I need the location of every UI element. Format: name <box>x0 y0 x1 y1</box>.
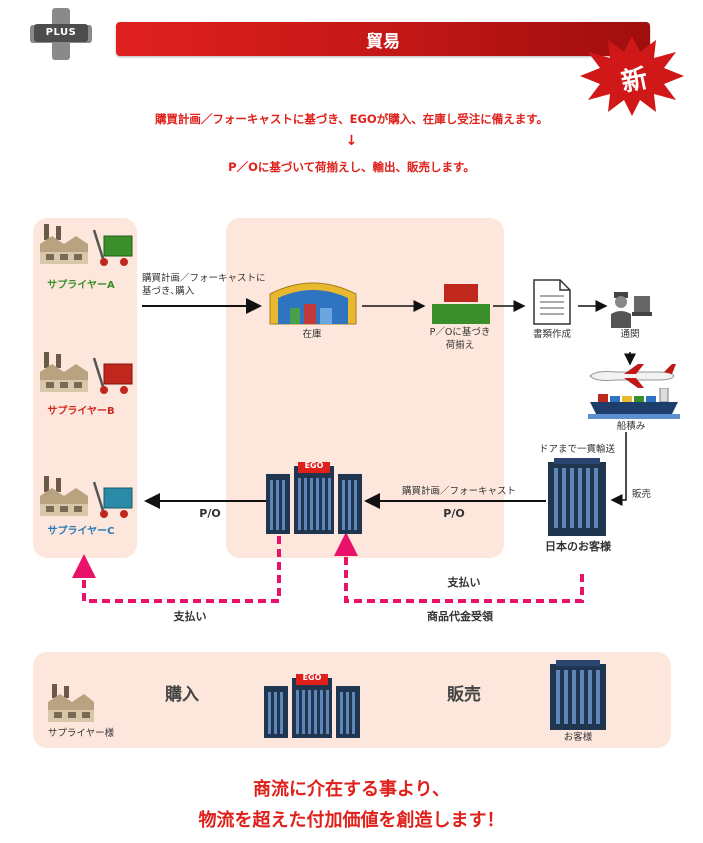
arrow-ship-to-customer <box>610 432 627 506</box>
ego-building-icon <box>266 462 362 534</box>
tagline-line-1: 商流に介在する事より、 <box>253 779 450 800</box>
intro-down-arrow: ↓ <box>345 133 358 149</box>
cargo-ship-icon <box>588 388 680 419</box>
summary-ego-building-icon <box>264 674 360 738</box>
supplier-b-factory-icon <box>40 352 133 394</box>
summary-customer-building-icon <box>550 660 606 730</box>
supplier-a-label: サプライヤーA <box>47 280 115 291</box>
japan-customer-label: 日本のお客様 <box>545 540 611 553</box>
supplier-b-label: サプライヤーB <box>47 406 115 417</box>
title-banner: 貿易 <box>116 22 650 56</box>
new-starburst-icon <box>580 36 684 116</box>
summary-supplier-factory-icon <box>48 684 94 722</box>
summary-supplier-label: サプライヤー様 <box>47 728 115 739</box>
assembled-boxes-icon <box>432 284 490 324</box>
customs-officer-icon <box>611 292 652 328</box>
stock-label: 在庫 <box>302 329 322 340</box>
intro-line-2: P／Oに基づいて荷揃えし、輸出、販売します。 <box>228 160 475 174</box>
page-title: 貿易 <box>366 32 400 52</box>
customer-to-ego-forecast-label: 購買計画／フォーキャスト <box>401 486 516 497</box>
sales-label: 販売 <box>632 489 652 500</box>
payment-ego-to-suppliers <box>72 536 281 603</box>
summary-ego-sign: EGO <box>302 673 322 682</box>
customs-label: 通関 <box>620 329 640 340</box>
document-icon <box>533 279 571 325</box>
plus-badge: PLUS <box>34 24 88 42</box>
documents-label: 書類作成 <box>532 329 571 340</box>
supplier-a-factory-icon <box>40 224 133 266</box>
supplier-c-factory-icon <box>40 476 133 518</box>
tagline-line-2: 物流を超えた付加価値を創造します！ <box>198 810 505 831</box>
payment-customer-to-ego <box>334 532 584 603</box>
summary-sell-label: 販売 <box>447 685 481 705</box>
airplane-icon <box>589 364 676 388</box>
warehouse-icon <box>269 282 357 325</box>
customer-building-icon <box>548 458 606 536</box>
loading-label: 船積み <box>616 421 646 432</box>
ego-sign: EGO <box>304 461 324 470</box>
summary-customer-label: お客様 <box>563 732 593 743</box>
payment-received-label: 商品代金受領 <box>427 610 493 623</box>
summary-purchase-label: 購入 <box>165 685 199 705</box>
intro-line-1: 購買計画／フォーキャストに基づき、EGOが購入、在庫し受注に備えます。 <box>154 112 549 126</box>
forecast-to-stock-label: 購買計画／フォーキャストに基づき､購入 <box>142 273 266 297</box>
payment-right-label: 支払い <box>447 576 481 589</box>
po-assembly-label: P／Oに基づき 荷揃え <box>429 327 491 351</box>
supplier-c-label: サプライヤーC <box>47 526 115 537</box>
door-to-door-label: ドアまで一貫輸送 <box>538 444 615 455</box>
ego-to-supplier-po-label: P/O <box>199 507 221 520</box>
customer-to-ego-po-label: P/O <box>443 507 465 520</box>
payment-left-label: 支払い <box>173 610 207 623</box>
